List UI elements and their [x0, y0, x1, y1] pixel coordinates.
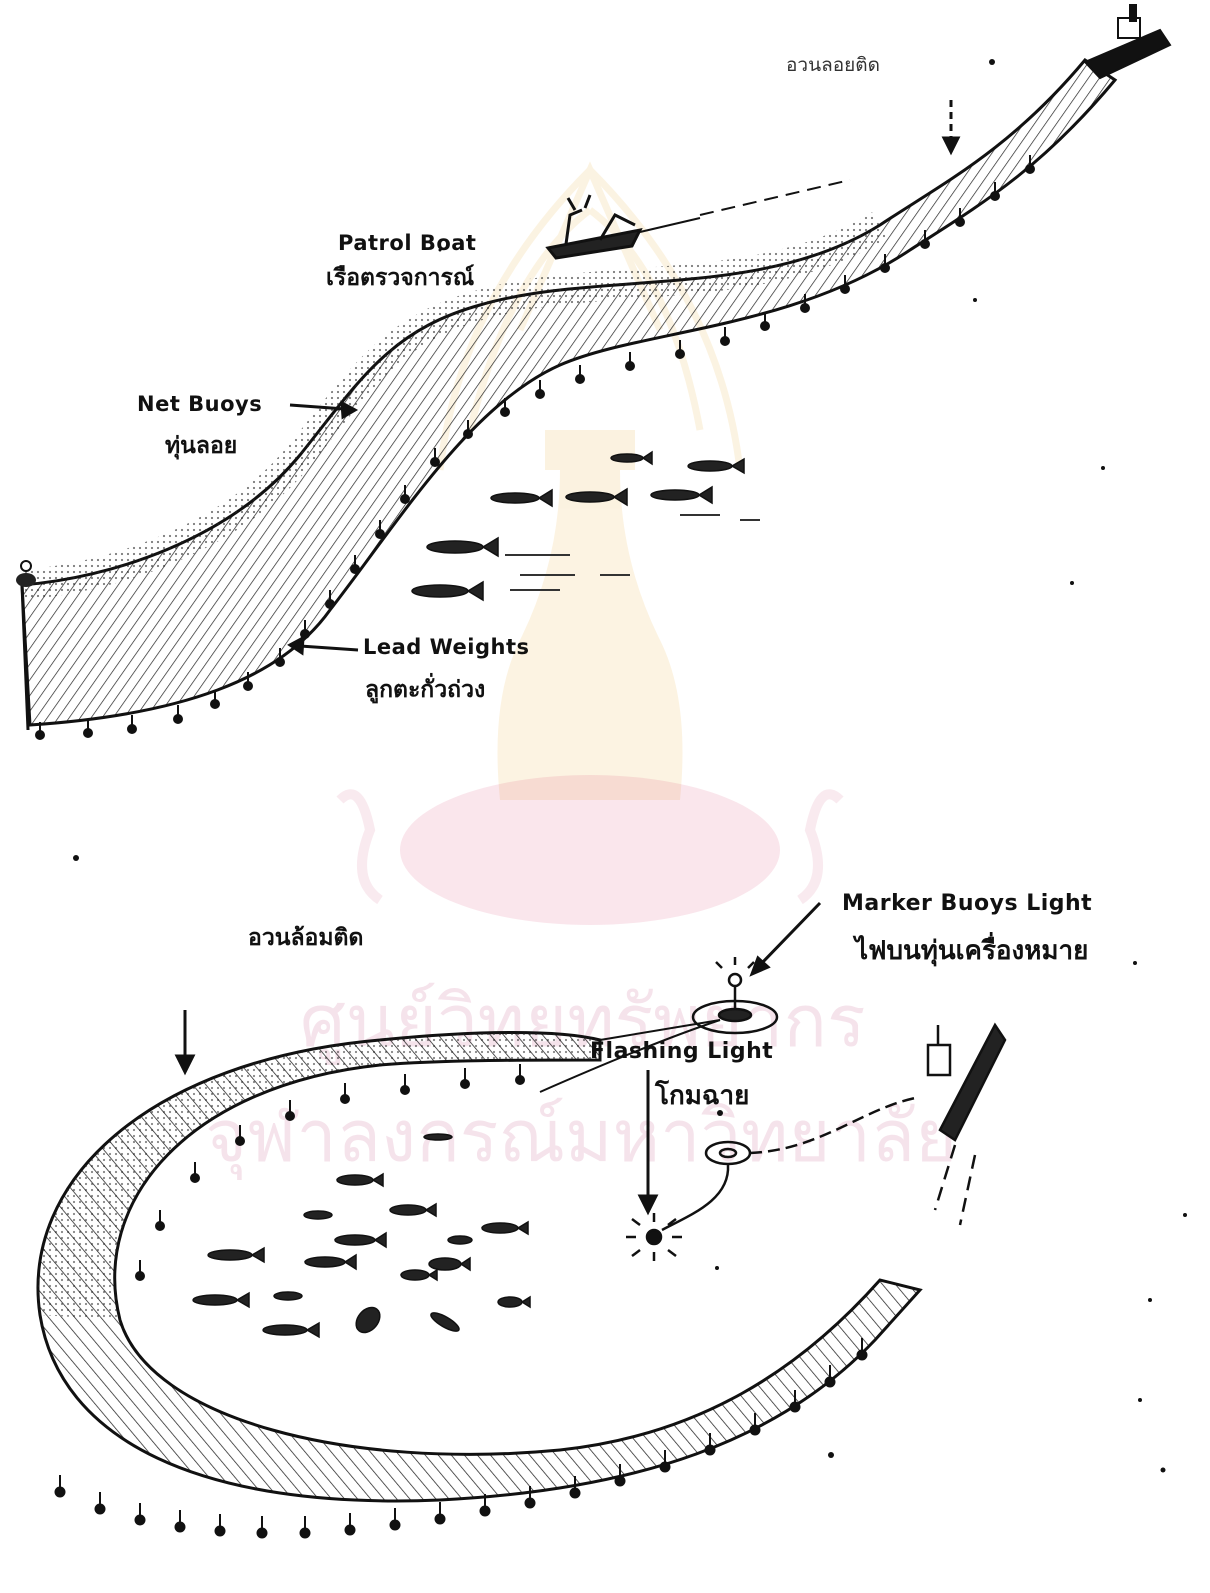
lead-weights-label-th: ลูกตะกั่วถ่วง [365, 678, 485, 701]
fish-icon [208, 1248, 264, 1262]
fish-icon [611, 452, 652, 464]
fish-icon [401, 1270, 437, 1280]
marker-buoys-label-en: Marker Buoys Light [842, 893, 1092, 915]
marker-buoys-label-th: ไฟบนทุ่นเครื่องหมาย [855, 938, 1088, 964]
flashing-light-icon [626, 1213, 682, 1261]
fish-icon [351, 1303, 384, 1337]
fish-icon [305, 1255, 356, 1269]
patrol-boat-label-en: Patrol Boat [338, 233, 476, 254]
fish-icon [427, 538, 498, 556]
fish-icon [688, 459, 744, 473]
flashing-light-label-th: โกมฉาย [655, 1083, 749, 1109]
fish-icon [651, 487, 712, 503]
fish-icon [335, 1233, 386, 1247]
patrol-boat-label-th: เรือตรวจการณ์ [326, 266, 474, 289]
fish-icon [412, 582, 483, 600]
fish-icon [193, 1293, 249, 1307]
net-buoys-label-th: ทุ่นลอย [165, 434, 237, 457]
fish-icon [491, 490, 552, 506]
lead-weights-label-en: Lead Weights [363, 637, 530, 658]
encircling-net-diagram [0, 800, 1210, 1593]
fish-icon [448, 1236, 472, 1244]
fish-icon [482, 1222, 528, 1234]
fish-icon [566, 489, 627, 505]
drift-net-label-th: อวนลอยติด [786, 56, 880, 75]
fishing-vessel-icon [928, 1025, 1005, 1225]
fish-school-top [412, 452, 744, 600]
fish-icon [274, 1292, 302, 1300]
fish-icon [390, 1204, 436, 1216]
fish-icon [429, 1310, 462, 1335]
fish-icon [424, 1134, 452, 1140]
encircling-net-label-th: อวนล้อมติด [248, 926, 363, 949]
light-coil-icon [662, 1098, 915, 1230]
fish-icon [263, 1323, 319, 1337]
fish-icon [337, 1174, 383, 1186]
fishing-vessel-icon [1085, 5, 1170, 78]
net-buoys-label-en: Net Buoys [137, 394, 262, 415]
fish-icon [429, 1258, 470, 1270]
fish-school-bottom [193, 1134, 530, 1337]
end-buoy-icon [16, 573, 36, 587]
fish-icon [304, 1211, 332, 1219]
flashing-light-label-en: Flashing Light [590, 1041, 773, 1063]
fish-icon [498, 1297, 530, 1307]
